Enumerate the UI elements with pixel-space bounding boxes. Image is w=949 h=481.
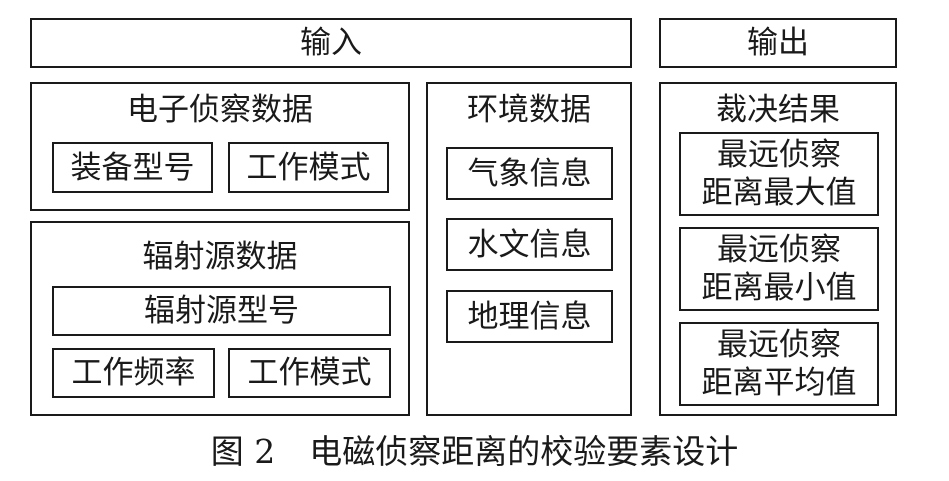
- adjudication-group: 裁决结果 最远侦察 距离最大值 最远侦察 距离最小值 最远侦察 距离平均值: [659, 82, 897, 416]
- figure-caption: 图 2 电磁侦察距离的校验要素设计: [0, 430, 949, 474]
- source-work-mode-label: 工作模式: [247, 355, 372, 391]
- avg-distance-box: 最远侦察 距离平均值: [679, 322, 879, 406]
- min-distance-line1: 最远侦察: [717, 232, 841, 268]
- min-distance-box: 最远侦察 距离最小值: [679, 227, 879, 311]
- avg-distance-line1: 最远侦察: [717, 327, 841, 363]
- environment-group: 环境数据 气象信息 水文信息 地理信息: [426, 82, 632, 416]
- hydrological-info-label: 水文信息: [467, 226, 592, 263]
- geographic-info-box: 地理信息: [446, 290, 613, 343]
- radiation-source-model-box: 辐射源型号: [52, 286, 391, 336]
- min-distance-line2: 距离最小值: [701, 270, 857, 306]
- recon-work-mode-label: 工作模式: [246, 149, 371, 186]
- work-frequency-label: 工作频率: [71, 355, 196, 391]
- radiation-source-model-label: 辐射源型号: [144, 293, 299, 329]
- electronic-recon-title: 电子侦察数据: [127, 92, 313, 128]
- max-distance-box: 最远侦察 距离最大值: [679, 132, 879, 216]
- equipment-model-box: 装备型号: [52, 142, 213, 193]
- recon-work-mode-box: 工作模式: [228, 142, 389, 193]
- output-label: 输出: [747, 25, 809, 61]
- radiation-source-group: 辐射源数据 辐射源型号 工作频率 工作模式: [30, 221, 410, 416]
- hydrological-info-box: 水文信息: [446, 218, 613, 271]
- max-distance-line1: 最远侦察: [717, 137, 841, 173]
- input-box: 输入: [30, 18, 632, 68]
- avg-distance-line2: 距离平均值: [701, 365, 857, 401]
- output-box: 输出: [659, 18, 897, 68]
- figure-number: 图 2: [210, 432, 276, 471]
- geographic-info-label: 地理信息: [467, 298, 592, 335]
- input-label: 输入: [300, 25, 362, 61]
- figure-title: 电磁侦察距离的校验要素设计: [309, 432, 739, 471]
- radiation-source-title: 辐射源数据: [142, 239, 298, 275]
- environment-title: 环境数据: [467, 92, 591, 128]
- meteorological-info-box: 气象信息: [446, 147, 613, 200]
- adjudication-title: 裁决结果: [716, 92, 840, 128]
- work-frequency-box: 工作频率: [52, 348, 215, 398]
- electronic-recon-group: 电子侦察数据 装备型号 工作模式: [30, 82, 410, 211]
- equipment-model-label: 装备型号: [70, 149, 195, 186]
- max-distance-line2: 距离最大值: [701, 175, 857, 211]
- source-work-mode-box: 工作模式: [228, 348, 391, 398]
- meteorological-info-label: 气象信息: [467, 155, 592, 192]
